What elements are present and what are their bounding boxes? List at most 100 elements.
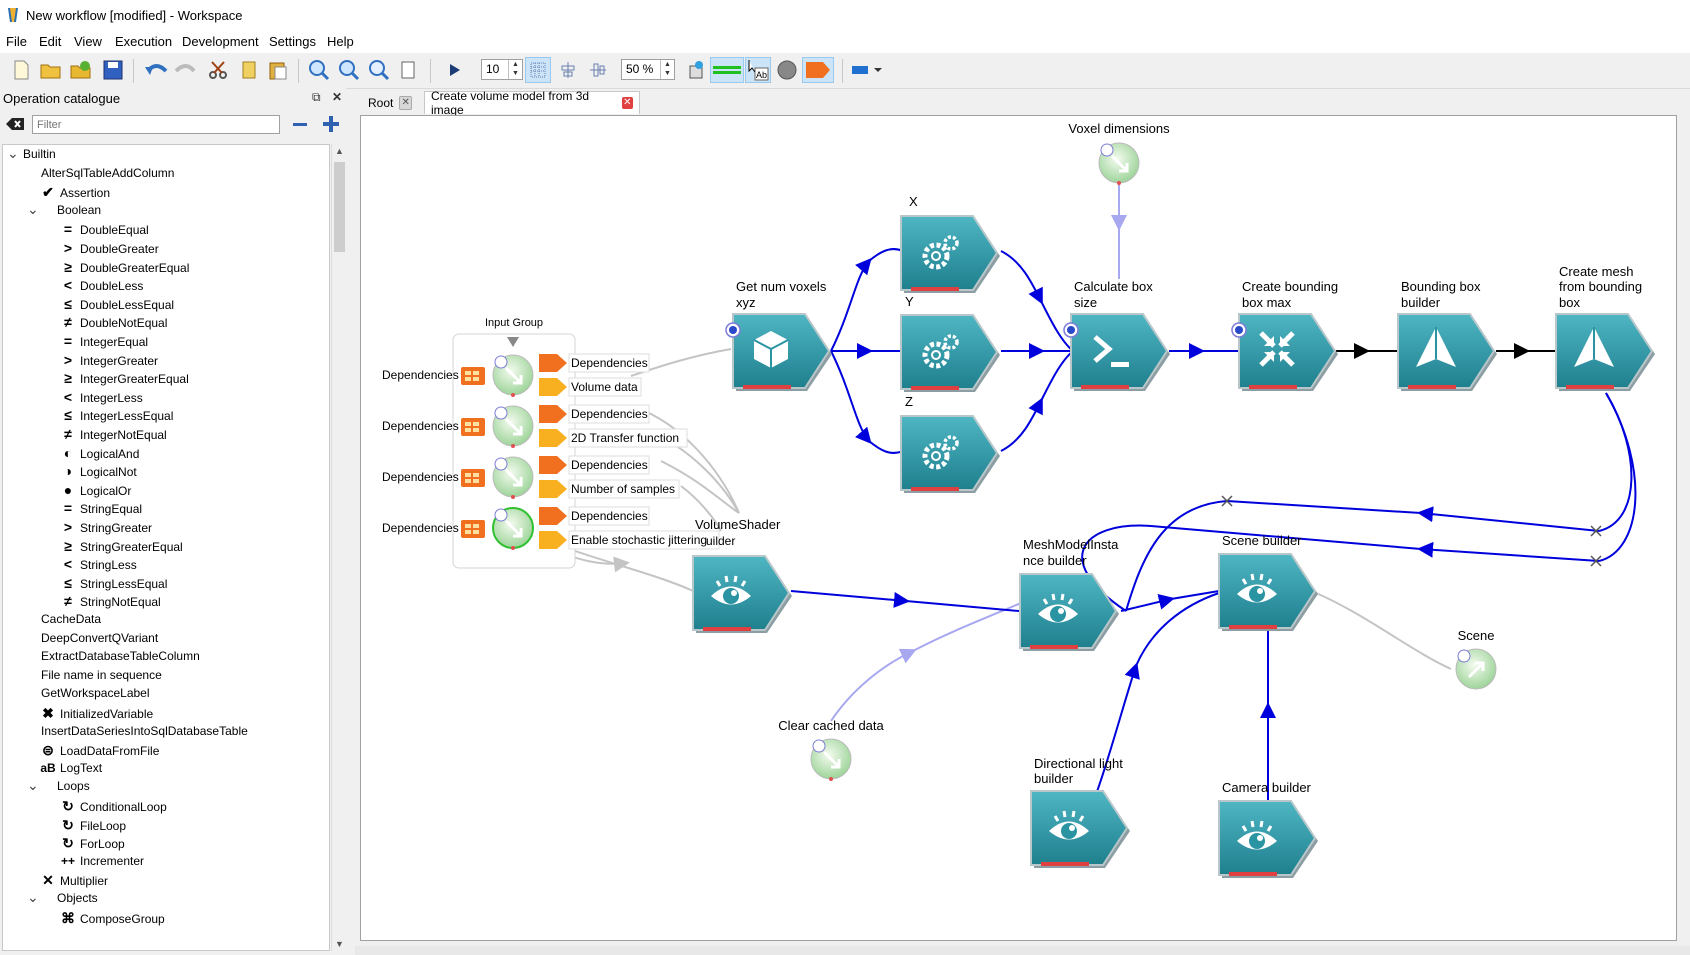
port-indicator-icon[interactable] (1231, 322, 1247, 338)
tree-item[interactable]: ◑LogicalNot (59, 463, 137, 481)
voxel-dimensions-input[interactable]: Voxel dimensions (1068, 121, 1170, 185)
tree-item[interactable]: ◐LogicalAnd (59, 445, 140, 463)
expand-all-icon[interactable] (322, 115, 340, 133)
y-node[interactable] (900, 314, 1000, 392)
tab-root[interactable]: Root ✕ (362, 91, 418, 114)
spin-arrows-icon[interactable]: ▲▼ (508, 60, 522, 79)
bbox-builder-node[interactable] (1397, 313, 1497, 391)
menu-help[interactable]: Help (327, 34, 354, 49)
dependency-port-icon[interactable] (461, 469, 485, 487)
color-dropdown-icon[interactable] (850, 57, 886, 83)
tree-item[interactable]: ≥StringGreaterEqual (59, 538, 183, 556)
tree-item[interactable]: ≤StringLessEqual (59, 575, 167, 593)
edge-style-icon[interactable] (710, 57, 744, 83)
close-panel-icon[interactable]: ✕ (332, 90, 343, 104)
scene-builder-node[interactable] (1218, 553, 1318, 631)
mesh-model-node[interactable] (1019, 573, 1119, 651)
port-indicator-icon[interactable] (725, 322, 741, 338)
tree-item[interactable]: ≤DoubleLessEqual (59, 296, 174, 314)
copy-icon[interactable] (235, 57, 261, 83)
port-indicator-icon[interactable] (1063, 322, 1079, 338)
tree-item[interactable]: ≠StringNotEqual (59, 593, 161, 611)
tree-item[interactable]: Loops (57, 779, 90, 797)
tree-item[interactable]: ExtractDatabaseTableColumn (41, 649, 200, 667)
tree-item[interactable]: <StringLess (59, 556, 137, 574)
dependency-port-icon[interactable] (461, 367, 485, 385)
x-node[interactable] (900, 215, 1000, 293)
zoom-out-icon[interactable] (336, 57, 362, 83)
tree-item[interactable]: ↻FileLoop (59, 817, 126, 835)
tree-item[interactable]: InsertDataSeriesIntoSqlDatabaseTable (41, 724, 248, 742)
dependency-port-icon[interactable] (461, 520, 485, 538)
output-port[interactable]: Dependencies (539, 404, 650, 424)
menu-view[interactable]: View (74, 34, 102, 49)
tree-item[interactable]: ✖InitializedVariable (39, 705, 153, 723)
tree-item[interactable]: >StringGreater (59, 519, 152, 537)
redo-icon[interactable] (173, 57, 199, 83)
tree-item[interactable]: ↻ConditionalLoop (59, 798, 167, 816)
tree-item[interactable]: AlterSqlTableAddColumn (41, 166, 174, 184)
zoom-spinbox[interactable]: 50 %▲▼ (621, 59, 675, 80)
tree-item[interactable]: ≠IntegerNotEqual (59, 426, 167, 444)
undo-icon[interactable] (143, 57, 169, 83)
output-port[interactable]: Volume data (539, 377, 642, 397)
filter-input[interactable] (32, 115, 280, 134)
canvas-hscrollbar[interactable] (355, 946, 1690, 955)
dependency-port-icon[interactable] (461, 418, 485, 436)
tree-expand-icon[interactable]: ⌄ (27, 777, 39, 794)
tree-scrollbar[interactable]: ▲ ▼ (331, 144, 347, 951)
tree-item[interactable]: ●LogicalOr (59, 482, 132, 500)
grid-toggle-icon[interactable] (525, 57, 551, 83)
save-icon[interactable] (100, 57, 126, 83)
volume-shader-node[interactable] (692, 555, 792, 633)
output-port[interactable]: Dependencies (539, 455, 650, 475)
get-num-voxels-node[interactable] (725, 313, 832, 391)
camera-builder-node[interactable] (1218, 800, 1318, 878)
output-port[interactable]: 2D Transfer function (539, 428, 688, 448)
scene-output[interactable]: Scene (1455, 628, 1497, 690)
create-bbox-max-node[interactable] (1231, 313, 1338, 391)
output-port[interactable]: Dependencies (539, 353, 650, 373)
calc-box-node[interactable] (1063, 313, 1170, 391)
scrollbar-thumb[interactable] (334, 162, 345, 252)
input-source-icon[interactable] (492, 456, 534, 499)
dir-light-node[interactable] (1030, 790, 1130, 868)
tree-item[interactable]: <IntegerLess (59, 389, 143, 407)
cut-icon[interactable] (205, 57, 231, 83)
tree-item[interactable]: File name in sequence (41, 668, 162, 686)
tree-item[interactable]: ≤IntegerLessEqual (59, 407, 173, 425)
tree-expand-icon[interactable]: ⌄ (27, 889, 39, 905)
tree-item[interactable]: CacheData (41, 612, 101, 630)
open-recent-icon[interactable] (68, 57, 94, 83)
tree-item[interactable]: <DoubleLess (59, 277, 143, 295)
tree-expand-icon[interactable]: ⌄ (7, 145, 19, 161)
tree-item[interactable]: ≠DoubleNotEqual (59, 314, 167, 332)
clear-cached-data-input[interactable]: Clear cached data (778, 718, 885, 781)
text-label-icon[interactable]: Ab (745, 57, 771, 83)
menu-file[interactable]: File (6, 34, 27, 49)
menu-edit[interactable]: Edit (39, 34, 62, 49)
tree-item[interactable]: ⌘ComposeGroup (59, 910, 165, 928)
open-folder-icon[interactable] (38, 57, 64, 83)
tree-item[interactable]: =IntegerEqual (59, 333, 148, 351)
variable-icon[interactable] (683, 57, 709, 83)
align-vertical-icon[interactable] (585, 57, 611, 83)
undock-icon[interactable]: ⧉ (312, 90, 321, 104)
tree-item[interactable]: ++Incrementer (59, 854, 144, 872)
align-horizontal-icon[interactable] (555, 57, 581, 83)
tree-item[interactable]: ↻ForLoop (59, 835, 125, 853)
menu-execution[interactable]: Execution (115, 34, 173, 49)
tree-item[interactable]: >DoubleGreater (59, 240, 159, 258)
workflow-graph[interactable]: Input Group DependenciesDependenciesVolu… (361, 116, 1676, 940)
output-port[interactable]: Dependencies (539, 506, 650, 526)
orange-arrow-icon[interactable] (802, 57, 834, 83)
group-collapse-icon[interactable] (507, 337, 519, 347)
tree-item[interactable]: ✔Assertion (39, 184, 110, 202)
tab-create-volume-model[interactable]: Create volume model from 3d image ✕ (424, 89, 640, 117)
output-port[interactable]: Enable stochastic jittering (539, 530, 720, 550)
tree-item[interactable]: >IntegerGreater (59, 352, 158, 370)
tree-item[interactable]: ✕Multiplier (39, 872, 108, 890)
tree-item[interactable]: ≥DoubleGreaterEqual (59, 259, 189, 277)
tree-item[interactable]: =StringEqual (59, 500, 142, 518)
